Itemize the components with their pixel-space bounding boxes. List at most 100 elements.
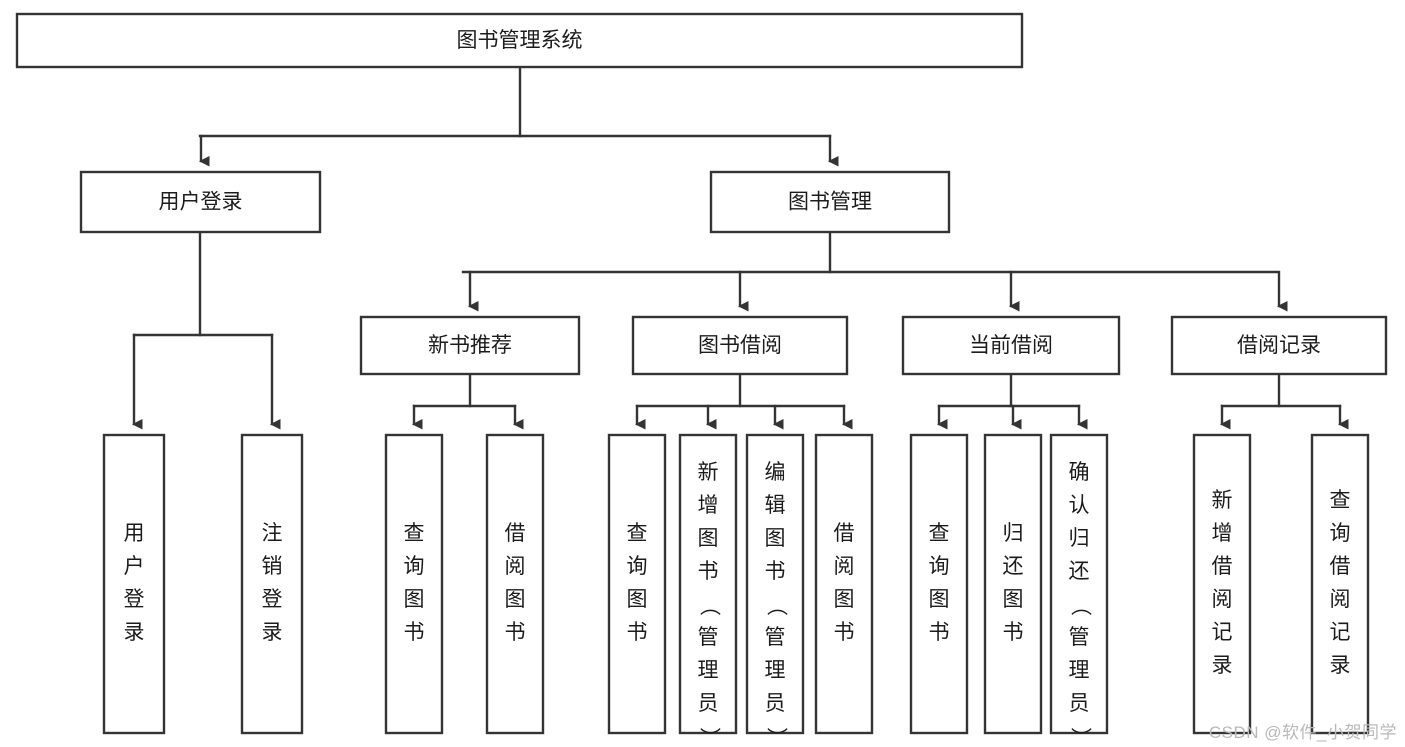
node-box	[1170, 315, 1388, 376]
node-label-char: 认	[1069, 494, 1090, 517]
node-label-char: 图	[404, 588, 425, 611]
node-label-char: 借	[1212, 555, 1233, 578]
node-label-char: （	[697, 595, 720, 616]
node-label-char: 新	[698, 461, 719, 484]
node-box	[745, 433, 805, 735]
node-box	[102, 433, 166, 735]
connector-bus-recommend	[412, 372, 517, 408]
node-label-char: 确	[1069, 461, 1090, 484]
node-label-char: （	[1068, 595, 1091, 616]
node-label-char: 户	[124, 555, 145, 578]
node-box	[485, 433, 545, 735]
node-box	[983, 433, 1043, 735]
node-label-char: 还	[1003, 555, 1024, 578]
node-box	[15, 12, 1024, 69]
connector-bus-book-manage	[461, 230, 1279, 274]
node-label-char: 录	[124, 621, 145, 644]
node-box	[1310, 433, 1370, 735]
node-label-char: 书	[929, 621, 950, 644]
connector-bus-record	[1220, 372, 1342, 408]
node-label-char: 理	[698, 659, 719, 682]
node-label-char: 员	[1069, 692, 1090, 715]
node-box	[709, 170, 951, 234]
node-label-char: 询	[1330, 522, 1351, 545]
node-label-char: 书	[404, 621, 425, 644]
node-label-char: ）	[1068, 727, 1091, 747]
node-label-char: 注	[262, 522, 283, 545]
node-label-char: （	[764, 595, 787, 616]
node-label: 图书管理系统	[457, 29, 583, 52]
node-label-char: 增	[698, 494, 719, 517]
node-label-char: 图	[1003, 588, 1024, 611]
node-label-char: 查	[1330, 489, 1351, 512]
node-book-borrow[interactable]: 图书借阅	[631, 315, 849, 376]
node-label-char: 销	[262, 555, 283, 578]
node-label-char: 图	[765, 527, 786, 550]
node-leaf-user-login[interactable]: 用户登录	[102, 433, 166, 735]
node-label-char: 新	[1212, 489, 1233, 512]
node-label-char: 图	[834, 588, 855, 611]
node-label: 用户登录	[159, 191, 243, 214]
node-label-char: ）	[764, 727, 787, 747]
node-label-char: 询	[404, 555, 425, 578]
node-label: 图书借阅	[698, 334, 782, 357]
connector-bus-user-login	[132, 230, 274, 337]
node-label-char: 编	[765, 461, 786, 484]
node-new-book-recommend[interactable]: 新书推荐	[359, 315, 581, 376]
node-label-char: ）	[697, 727, 720, 747]
node-label-char: 图	[698, 527, 719, 550]
node-label-char: 借	[834, 522, 855, 545]
node-label-char: 管	[698, 626, 719, 649]
node-box	[79, 170, 322, 234]
node-box	[909, 433, 969, 735]
connector-bus-root	[198, 65, 832, 138]
node-label-char: 询	[627, 555, 648, 578]
node-label-char: 书	[627, 621, 648, 644]
node-box	[678, 433, 738, 735]
node-label-char: 书	[1003, 621, 1024, 644]
node-label-char: 借	[1330, 555, 1351, 578]
node-label-char: 图	[627, 588, 648, 611]
node-label-char: 理	[765, 659, 786, 682]
node-label-char: 书	[765, 560, 786, 583]
node-box	[814, 433, 874, 735]
node-borrow-record[interactable]: 借阅记录	[1170, 315, 1388, 376]
node-label-char: 阅	[834, 555, 855, 578]
node-label-char: 书	[505, 621, 526, 644]
node-box	[384, 433, 444, 735]
connector-bus-borrow	[635, 372, 846, 408]
node-label-char: 员	[698, 692, 719, 715]
node-label-char: 管	[765, 626, 786, 649]
node-label-char: 图	[929, 588, 950, 611]
node-label-char: 归	[1003, 522, 1024, 545]
node-box	[631, 315, 849, 376]
node-label-char: 记	[1212, 621, 1233, 644]
node-box	[901, 315, 1121, 376]
node-label-char: 查	[627, 522, 648, 545]
nodes-layer: 图书管理系统用户登录图书管理新书推荐图书借阅当前借阅借阅记录用户登录注销登录查询…	[15, 12, 1388, 747]
node-label: 新书推荐	[428, 334, 512, 357]
node-label-char: 辑	[765, 494, 786, 517]
node-root[interactable]: 图书管理系统	[15, 12, 1024, 69]
node-book-manage[interactable]: 图书管理	[709, 170, 951, 234]
node-label-char: 员	[765, 692, 786, 715]
node-current-borrow[interactable]: 当前借阅	[901, 315, 1121, 376]
node-label-char: 归	[1069, 527, 1090, 550]
node-label-char: 查	[929, 522, 950, 545]
node-user-login[interactable]: 用户登录	[79, 170, 322, 234]
node-label-char: 书	[698, 560, 719, 583]
